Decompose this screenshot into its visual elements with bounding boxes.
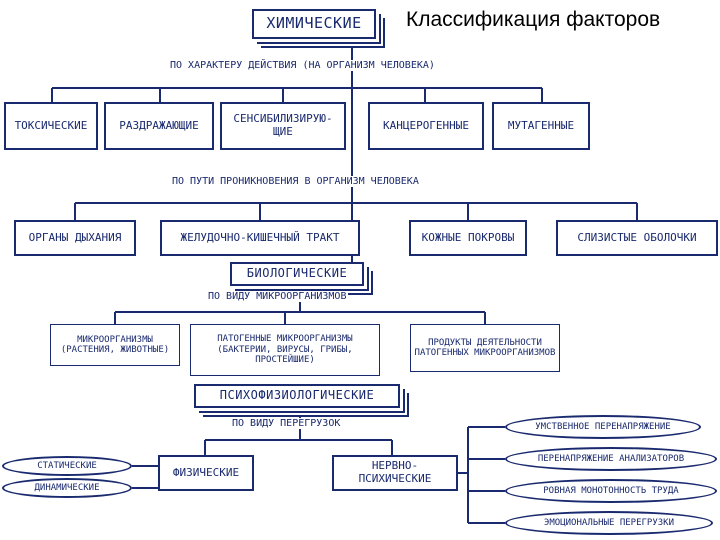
neuro-emotional: ЭМОЦИОНАЛЬНЫЕ ПЕРЕГРУЗКИ <box>505 511 713 535</box>
neuro-mental-overstrain: УМСТВЕННОЕ ПЕРЕНАПРЯЖЕНИЕ <box>505 415 701 439</box>
physical-dynamic: ДИНАМИЧЕСКИЕ <box>2 478 132 498</box>
psycho-heading: ПСИХОФИЗИОЛОГИЧЕСКИЕ <box>194 384 400 408</box>
chemical-heading: ХИМИЧЕСКИЕ <box>252 9 376 39</box>
effect-toxic: ТОКСИЧЕСКИЕ <box>4 102 98 150</box>
neuro-analyzer-overstrain: ПЕРЕНАПРЯЖЕНИЕ АНАЛИЗАТОРОВ <box>505 447 717 471</box>
load-physical: ФИЗИЧЕСКИЕ <box>158 455 254 491</box>
physical-static: СТАТИЧЕСКИЕ <box>2 456 132 476</box>
biological-by-type-label: ПО ВИДУ МИКРООРГАНИЗМОВ <box>206 291 349 302</box>
route-mucous: СЛИЗИСТЫЕ ОБОЛОЧКИ <box>556 220 718 256</box>
effect-mutagenic: МУТАГЕННЫЕ <box>492 102 590 150</box>
bio-microorganisms: МИКРООРГАНИЗМЫ (РАСТЕНИЯ, ЖИВОТНЫЕ) <box>50 324 180 366</box>
page-title: Классификация факторов <box>406 8 661 31</box>
chemical-by-effect-label: ПО ХАРАКТЕРУ ДЕЙСТВИЯ (НА ОРГАНИЗМ ЧЕЛОВ… <box>168 60 437 71</box>
biological-heading: БИОЛОГИЧЕСКИЕ <box>230 262 364 286</box>
neuro-monotony: РОВНАЯ МОНОТОННОСТЬ ТРУДА <box>505 479 717 503</box>
load-neuropsychic: НЕРВНО-ПСИХИЧЕСКИЕ <box>332 455 458 491</box>
route-gastrointestinal: ЖЕЛУДОЧНО-КИШЕЧНЫЙ ТРАКТ <box>160 220 360 256</box>
effect-irritant: РАЗДРАЖАЮЩИЕ <box>104 102 214 150</box>
chemical-by-route-label: ПО ПУТИ ПРОНИКНОВЕНИЯ В ОРГАНИЗМ ЧЕЛОВЕК… <box>170 176 421 187</box>
effect-carcinogenic: КАНЦЕРОГЕННЫЕ <box>368 102 484 150</box>
effect-sensitizing: СЕНСИБИЛИЗИРУЮ-ЩИЕ <box>220 102 346 150</box>
bio-pathogens: ПАТОГЕННЫЕ МИКРООРГАНИЗМЫ (БАКТЕРИИ, ВИР… <box>190 324 380 376</box>
route-respiratory: ОРГАНЫ ДЫХАНИЯ <box>14 220 136 256</box>
route-skin: КОЖНЫЕ ПОКРОВЫ <box>409 220 527 256</box>
bio-products: ПРОДУКТЫ ДЕЯТЕЛЬНОСТИ ПАТОГЕННЫХ МИКРООР… <box>410 324 560 372</box>
psycho-by-load-label: ПО ВИДУ ПЕРЕГРУЗОК <box>230 418 343 429</box>
